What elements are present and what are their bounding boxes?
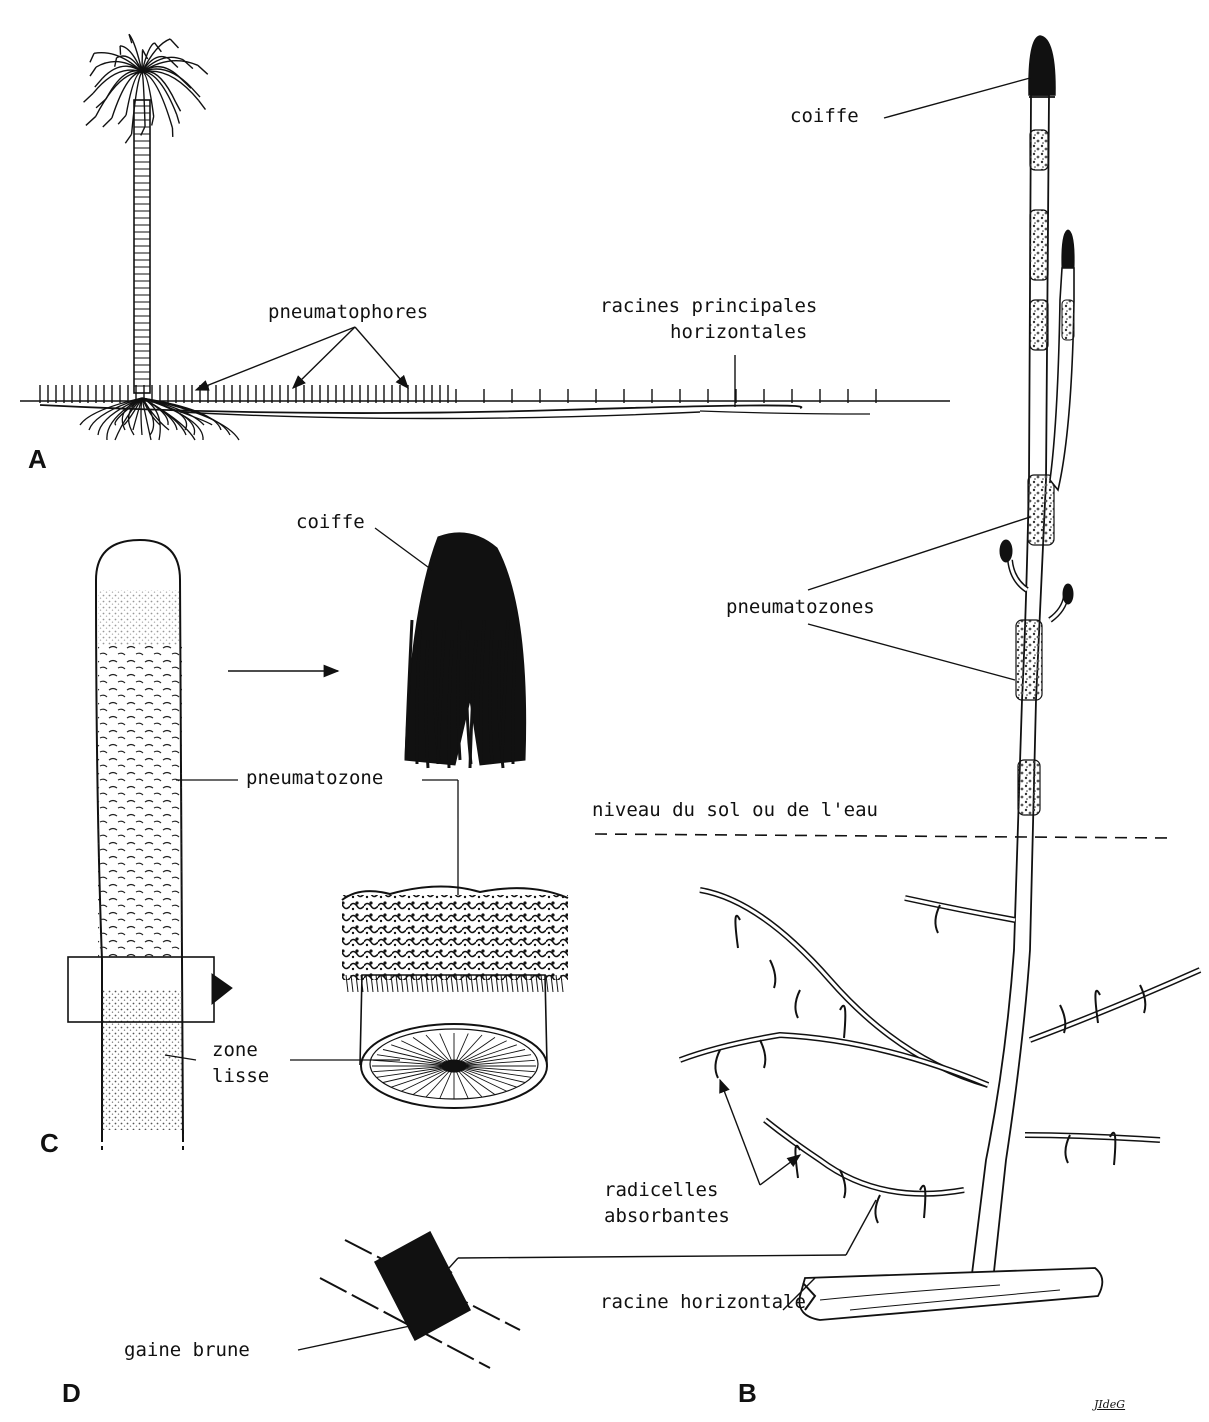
panel-b-drawing <box>440 36 1200 1320</box>
label-zone: zone <box>212 1040 258 1061</box>
label-coiffe-c: coiffe <box>296 512 365 533</box>
label-radicelles: radicelles <box>604 1180 718 1201</box>
panel-d-drawing <box>298 1232 520 1368</box>
panel-c-drawing <box>68 528 568 1150</box>
panel-label-d: D <box>62 1378 81 1409</box>
label-pneumatophores: pneumatophores <box>268 302 428 323</box>
label-coiffe-b: coiffe <box>790 106 859 127</box>
panel-label-b: B <box>738 1378 757 1409</box>
artist-signature: JIdeG <box>1094 1398 1125 1411</box>
panel-a-drawing <box>20 34 950 440</box>
label-racines-principales: racines principales <box>600 296 817 317</box>
label-absorbantes: absorbantes <box>604 1206 730 1227</box>
label-niveau-sol-eau: niveau du sol ou de l'eau <box>592 800 878 821</box>
label-lisse: lisse <box>212 1066 269 1087</box>
panel-label-a: A <box>28 444 47 475</box>
label-gaine-brune: gaine brune <box>124 1340 250 1361</box>
label-pneumatozones: pneumatozones <box>726 597 875 618</box>
panel-label-c: C <box>40 1128 59 1159</box>
label-horizontales: horizontales <box>670 322 807 343</box>
label-pneumatozone: pneumatozone <box>246 768 383 789</box>
label-racine-horizontale: racine horizontale <box>600 1292 806 1313</box>
